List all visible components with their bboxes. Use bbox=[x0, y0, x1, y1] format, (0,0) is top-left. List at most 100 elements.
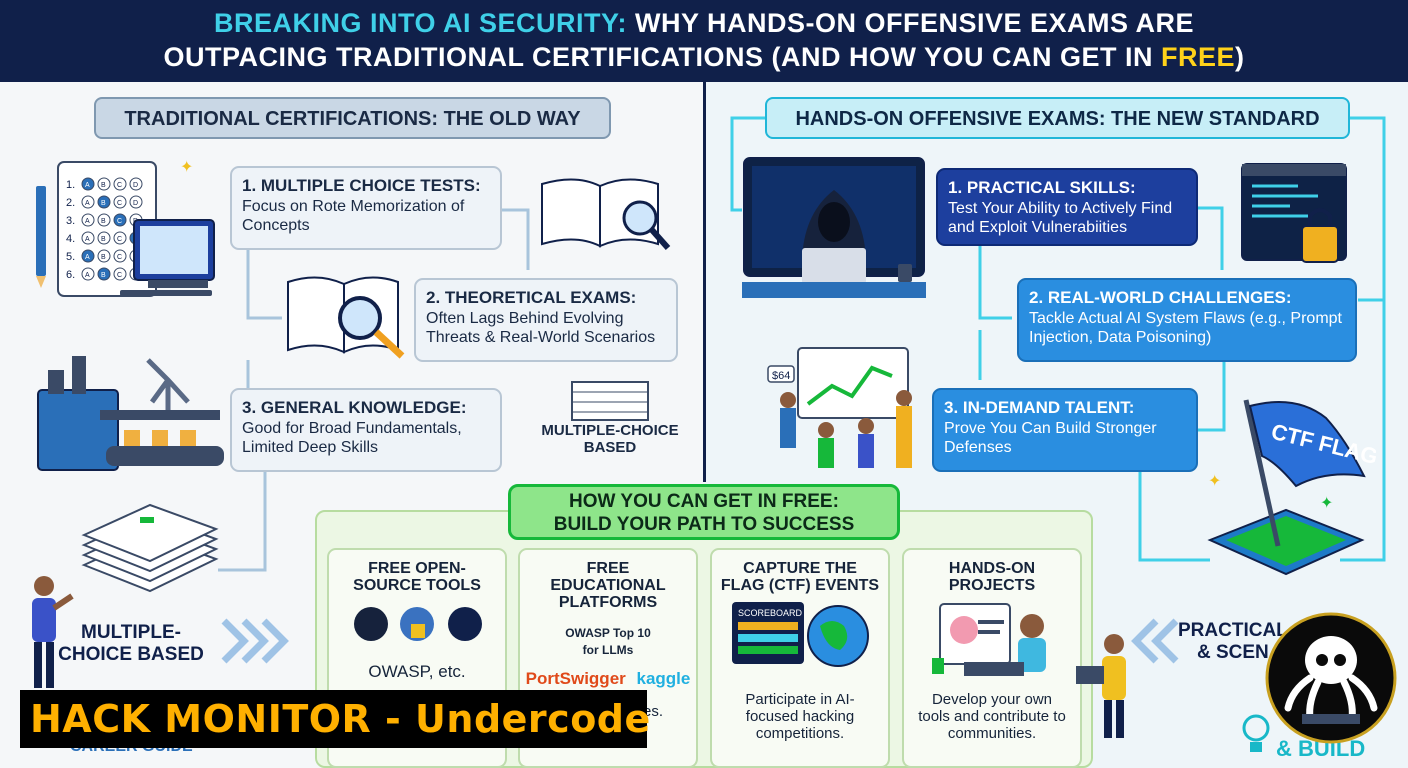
center-divider bbox=[703, 82, 706, 482]
header-free-highlight: FREE bbox=[1160, 42, 1235, 72]
quiz-bubble bbox=[97, 213, 111, 227]
scoreboard-label: SCOREBOARD bbox=[738, 608, 803, 618]
right-connector-3 bbox=[1198, 206, 1224, 270]
quiz-number: 2. bbox=[66, 197, 75, 209]
header-line1-text: WHY HANDS-ON OFFENSIVE EXAMS ARE bbox=[635, 8, 1195, 38]
right-connector-6 bbox=[1198, 362, 1226, 432]
quiz-option: C bbox=[117, 218, 122, 225]
quiz-option: B bbox=[101, 236, 106, 243]
left-card-3-title: 3. GENERAL KNOWLEDGE: bbox=[242, 398, 467, 417]
right-bottom-label: PRACTICAL & SCEN bbox=[1178, 620, 1288, 664]
quiz-option: A bbox=[85, 254, 90, 261]
quiz-option: A bbox=[85, 236, 90, 243]
pencil-icon bbox=[36, 186, 46, 276]
page-header: BREAKING INTO AI SECURITY: WHY HANDS-ON … bbox=[0, 0, 1408, 82]
team-analytics-illustration: $64 bbox=[767, 347, 912, 468]
chevrons-left-icon bbox=[1131, 618, 1179, 664]
quiz-option: C bbox=[117, 254, 122, 261]
left-card-3: 3. GENERAL KNOWLEDGE: Good for Broad Fun… bbox=[230, 388, 502, 472]
left-card-1: 1. MULTIPLE CHOICE TESTS: Focus on Rote … bbox=[230, 166, 502, 250]
quiz-number: 1. bbox=[66, 179, 75, 191]
left-card-2: 2. THEORETICAL EXAMS: Often Lags Behind … bbox=[414, 278, 678, 362]
free-title-line-2: BUILD YOUR PATH TO SUCCESS bbox=[553, 514, 855, 535]
robot-arm-icon bbox=[146, 358, 190, 410]
left-connector-1 bbox=[246, 250, 282, 320]
right-connector-7 bbox=[1138, 472, 1210, 562]
person-pointing-icon bbox=[32, 576, 74, 688]
quiz-bubble bbox=[129, 177, 143, 191]
right-card-1-desc: Test Your Ability to Actively Find and E… bbox=[948, 200, 1173, 236]
svg-text:✦: ✦ bbox=[1208, 473, 1221, 490]
tool-logos bbox=[354, 607, 482, 641]
right-connector-1 bbox=[730, 116, 765, 212]
right-bottom-label-line-1: PRACTICAL bbox=[1178, 620, 1288, 641]
kaggle-logo: kaggle bbox=[636, 669, 691, 688]
header-line-2: OUTPACING TRADITIONAL CERTIFICATIONS (AN… bbox=[0, 42, 1408, 73]
right-bottom-label-line-2: & SCEN bbox=[1196, 642, 1269, 663]
right-card-2-title: 2. REAL-WORLD CHALLENGES: bbox=[1029, 288, 1292, 307]
free-column-projects: HANDS-ON PROJECTS Develop your own tools… bbox=[902, 548, 1082, 768]
quiz-option: B bbox=[101, 272, 106, 279]
free-column-projects-title: HANDS-ON PROJECTS bbox=[948, 560, 1036, 594]
left-card-3-desc: Good for Broad Fundamentals, Limited Dee… bbox=[242, 420, 462, 456]
quiz-bubble bbox=[113, 231, 127, 245]
quiz-bubble bbox=[113, 267, 127, 281]
quiz-option: A bbox=[85, 218, 90, 225]
watermark-banner: HACK MONITOR - Undercode bbox=[20, 690, 650, 748]
quiz-bubble bbox=[81, 195, 95, 209]
owasp-top10-label: OWASP Top 10 for LLMs bbox=[565, 626, 651, 657]
quiz-option: C bbox=[117, 236, 122, 243]
paper-stack-small-icon bbox=[571, 381, 649, 421]
quiz-bubble bbox=[97, 177, 111, 191]
quiz-bubble bbox=[81, 267, 95, 281]
brain-icon bbox=[950, 616, 978, 644]
header-line2-text: OUTPACING TRADITIONAL CERTIFICATIONS (AN… bbox=[163, 42, 1153, 72]
left-card-1-desc: Focus on Rote Memorization of Concepts bbox=[242, 198, 465, 234]
left-connector-4 bbox=[218, 470, 267, 572]
quiz-option: C bbox=[117, 272, 122, 279]
header-line2-end: ) bbox=[1235, 42, 1245, 72]
right-card-1: 1. PRACTICAL SKILLS: Test Your Ability t… bbox=[936, 168, 1198, 246]
stack-tag: MULTIPLE-CHOICE BASED bbox=[541, 422, 679, 456]
free-title-line-1: HOW YOU CAN GET IN FREE: bbox=[569, 491, 839, 512]
quiz-option: C bbox=[117, 200, 122, 207]
hacker-at-laptop-illustration bbox=[742, 157, 926, 298]
right-card-1-title: 1. PRACTICAL SKILLS: bbox=[948, 178, 1136, 197]
right-connector-2 bbox=[1350, 116, 1386, 302]
quiz-bubble bbox=[113, 195, 127, 209]
octopus-logo bbox=[1265, 612, 1397, 744]
quiz-bubble bbox=[113, 249, 127, 263]
header-highlight: BREAKING INTO AI SECURITY: bbox=[213, 8, 627, 38]
laptop-icon bbox=[964, 662, 1024, 676]
free-path-title: HOW YOU CAN GET IN FREE: BUILD YOUR PATH… bbox=[508, 484, 900, 540]
github-icon bbox=[354, 607, 388, 641]
quiz-option: B bbox=[101, 200, 106, 207]
coffee-cup-icon bbox=[898, 264, 912, 282]
code-screen-lock-illustration bbox=[1241, 163, 1347, 263]
quiz-option: C bbox=[117, 182, 122, 189]
quiz-option: B bbox=[101, 218, 106, 225]
quiz-number: 6. bbox=[66, 269, 75, 281]
ctf-flag-illustration: CTF FLAG ✦ ✦ bbox=[1207, 399, 1376, 576]
quiz-bubble bbox=[81, 213, 95, 227]
quiz-bubble bbox=[97, 267, 111, 281]
quiz-bubble bbox=[81, 249, 95, 263]
quiz-bubble bbox=[97, 231, 111, 245]
left-card-1-title: 1. MULTIPLE CHOICE TESTS: bbox=[242, 176, 481, 195]
magnifier-icon bbox=[338, 296, 382, 340]
book-magnifier-illustration-2 bbox=[287, 276, 405, 359]
quiz-option: A bbox=[85, 272, 90, 279]
left-connector-2 bbox=[500, 208, 530, 270]
free-column-platforms-title: FREE EDUCATIONAL PLATFORMS bbox=[550, 560, 666, 611]
right-card-3-desc: Prove You Can Build Stronger Defenses bbox=[944, 420, 1157, 456]
quiz-number: 3. bbox=[66, 215, 75, 227]
paper-stack-large-icon bbox=[81, 503, 219, 593]
free-column-tools-extra: OWASP, etc. bbox=[368, 662, 466, 681]
flag-icon bbox=[1248, 401, 1366, 488]
right-card-3: 3. IN-DEMAND TALENT: Prove You Can Build… bbox=[932, 388, 1198, 472]
book-magnifier-illustration-1 bbox=[541, 178, 671, 250]
quiz-option: B bbox=[101, 182, 106, 189]
free-column-ctf-title: CAPTURE THE FLAG (CTF) EVENTS bbox=[720, 560, 880, 594]
chart-badge: $64 bbox=[772, 370, 790, 382]
